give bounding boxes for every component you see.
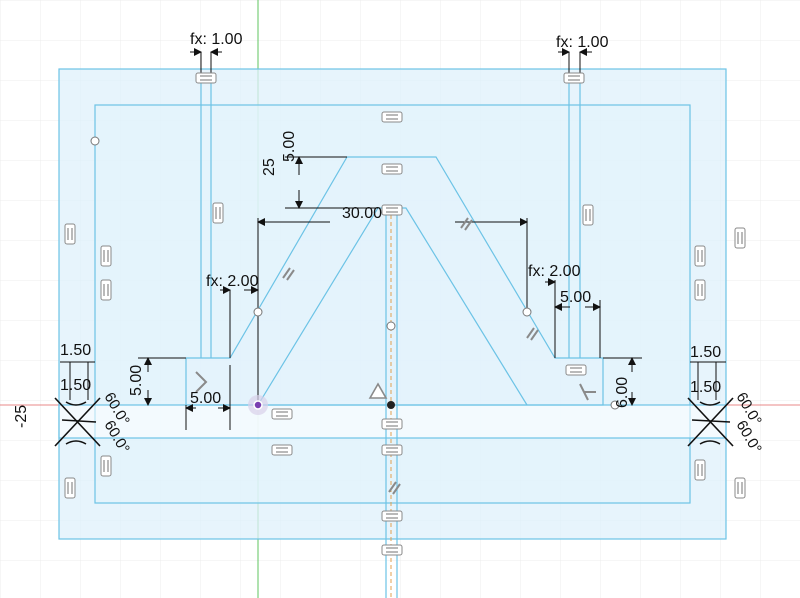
dim-5-top[interactable]: 5.00 <box>281 131 298 162</box>
dim-fx-top-left[interactable]: fx: 1.00 <box>190 31 243 48</box>
vertical-constraint-icon[interactable] <box>694 279 706 301</box>
ruler-label-neg25: -25 <box>13 405 30 428</box>
vertical-constraint-icon[interactable] <box>694 245 706 267</box>
horizontal-constraint-icon[interactable] <box>381 510 403 522</box>
vertical-constraint-icon[interactable] <box>64 223 76 245</box>
dim-5-left-vertical[interactable]: 5.00 <box>128 365 145 396</box>
horizontal-constraint-icon[interactable] <box>381 418 403 430</box>
perpendicular-constraint-icon[interactable] <box>195 371 596 401</box>
dim-150-left-a[interactable]: 1.50 <box>60 342 91 359</box>
vertical-constraint-icon[interactable] <box>694 459 706 481</box>
horizontal-constraint-icon[interactable] <box>381 204 403 216</box>
right-corner-constraints <box>687 397 734 447</box>
vertical-constraint-icon[interactable] <box>100 455 112 477</box>
horizontal-constraint-icon[interactable] <box>271 444 293 456</box>
sketch-point <box>386 321 396 331</box>
sketch-point <box>90 136 100 146</box>
dim-6-right-vertical[interactable]: 6.00 <box>614 377 631 408</box>
horizontal-constraint-icon[interactable] <box>381 544 403 556</box>
dim-150-left-b[interactable]: 1.50 <box>60 377 91 394</box>
sketch-origin-point <box>387 401 395 409</box>
horizontal-constraint-icon[interactable] <box>381 163 403 175</box>
dim-5-left-bottom[interactable]: 5.00 <box>190 390 221 407</box>
dim-5-right[interactable]: 5.00 <box>560 289 591 306</box>
horizontal-constraint-icon[interactable] <box>271 408 293 420</box>
dim-150-right-b[interactable]: 1.50 <box>690 379 721 396</box>
left-corner-constraints <box>54 397 101 447</box>
dim-30[interactable]: 30.00 <box>342 205 382 222</box>
vertical-constraint-icon[interactable] <box>734 227 746 249</box>
dim-150-right-a[interactable]: 1.50 <box>690 344 721 361</box>
horizontal-constraint-icon[interactable] <box>381 111 403 123</box>
dim-fx-mid-left[interactable]: fx: 2.00 <box>206 273 259 290</box>
horizontal-constraint-icon[interactable] <box>381 444 403 456</box>
dim-25[interactable]: 25 <box>261 158 278 176</box>
vertical-constraint-icon[interactable] <box>212 202 224 224</box>
vertical-constraint-icon[interactable] <box>100 245 112 267</box>
symmetry-constraint-icon[interactable] <box>368 382 388 399</box>
vertical-constraint-icon[interactable] <box>734 477 746 499</box>
vertical-constraint-icon[interactable] <box>582 204 594 226</box>
horizontal-constraint-icon[interactable] <box>565 364 587 376</box>
sketch-point <box>522 307 532 317</box>
sketch-point <box>610 400 620 410</box>
sketch-points[interactable] <box>90 136 620 415</box>
sketch-point <box>253 307 263 317</box>
selected-point <box>253 400 263 410</box>
vertical-constraint-icon[interactable] <box>100 279 112 301</box>
horizontal-constraint-icon[interactable] <box>195 72 217 84</box>
horizontal-constraint-icon[interactable] <box>563 72 585 84</box>
dim-fx-top-right[interactable]: fx: 1.00 <box>556 34 609 51</box>
dim-fx-mid-right[interactable]: fx: 2.00 <box>528 263 581 280</box>
vertical-constraint-icon[interactable] <box>64 477 76 499</box>
